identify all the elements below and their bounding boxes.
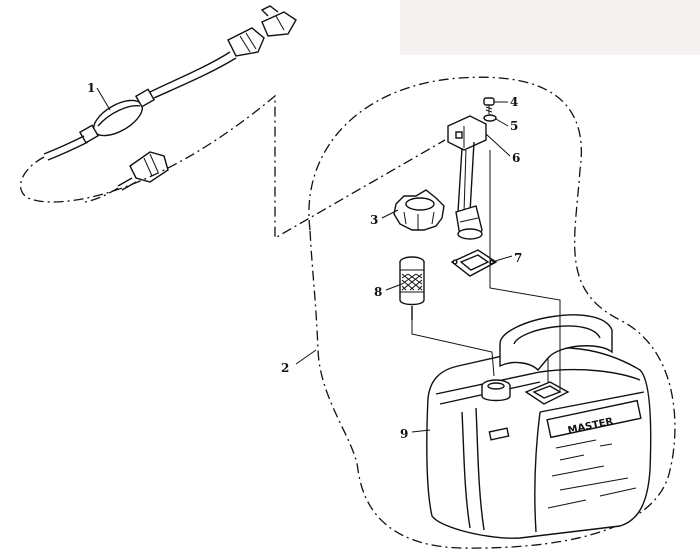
callout-9: 9 [400,427,408,441]
callout-2: 2 [281,361,289,375]
background-patch [400,0,700,55]
callout-7: 7 [514,251,522,265]
callout-8: 8 [374,285,382,299]
assembly-outline [308,76,676,549]
fuel-gauge-assembly [447,115,487,240]
guide-gauge-to-tank [489,150,561,392]
guide-cap-to-tank [411,320,495,377]
engine-connector [227,5,297,57]
callout-1: 1 [87,81,95,95]
tank-connector [117,151,169,191]
tank-cap [393,189,445,231]
callout-4: 4 [510,95,518,109]
callout-3: 3 [370,213,378,227]
fuel-line-assembly [19,5,446,240]
gasket [450,249,498,277]
screw [483,97,495,114]
fuel-tank: MASTER [426,314,652,539]
primer-bulb [78,88,156,144]
callout-6: 6 [512,151,520,165]
strainer [399,256,425,320]
callout-5: 5 [510,119,518,133]
washer [483,114,497,122]
